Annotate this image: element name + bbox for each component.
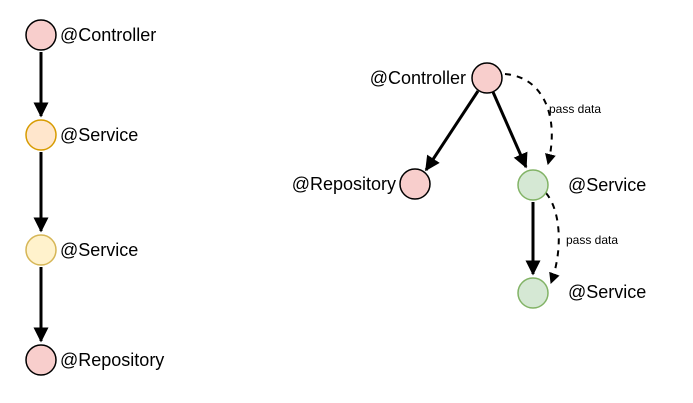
- left-service-node-1: [25, 119, 57, 151]
- left-service-node-2: [25, 234, 57, 266]
- right-dependency-tree: @Controller @Repository @Service @Servic…: [292, 62, 646, 309]
- edge-controller-to-repository: [424, 90, 480, 172]
- pass-data-label-1: pass data: [549, 102, 601, 116]
- right-service-node-1: [517, 169, 549, 201]
- left-repository-label: @Repository: [60, 350, 164, 370]
- pass-data-label-2: pass data: [566, 233, 618, 247]
- left-service-label-1: @Service: [60, 125, 138, 145]
- left-dependency-chain: @Controller @Service @Service @Repositor…: [25, 19, 164, 376]
- left-controller-node: [25, 19, 57, 51]
- right-service-node-2: [517, 277, 549, 309]
- left-controller-label: @Controller: [60, 25, 156, 45]
- right-service-label-1: @Service: [568, 175, 646, 195]
- dashed-edge-service1-to-service2: [545, 192, 560, 285]
- left-service-label-2: @Service: [60, 240, 138, 260]
- right-repository-label: @Repository: [292, 174, 396, 194]
- right-controller-node: [471, 62, 503, 94]
- right-repository-node: [399, 168, 431, 200]
- dashed-edge-controller-to-service1: [504, 73, 556, 166]
- right-service-label-2: @Service: [568, 282, 646, 302]
- left-repository-node: [25, 344, 57, 376]
- right-controller-label: @Controller: [370, 68, 466, 88]
- edge-controller-to-service1: [491, 91, 528, 169]
